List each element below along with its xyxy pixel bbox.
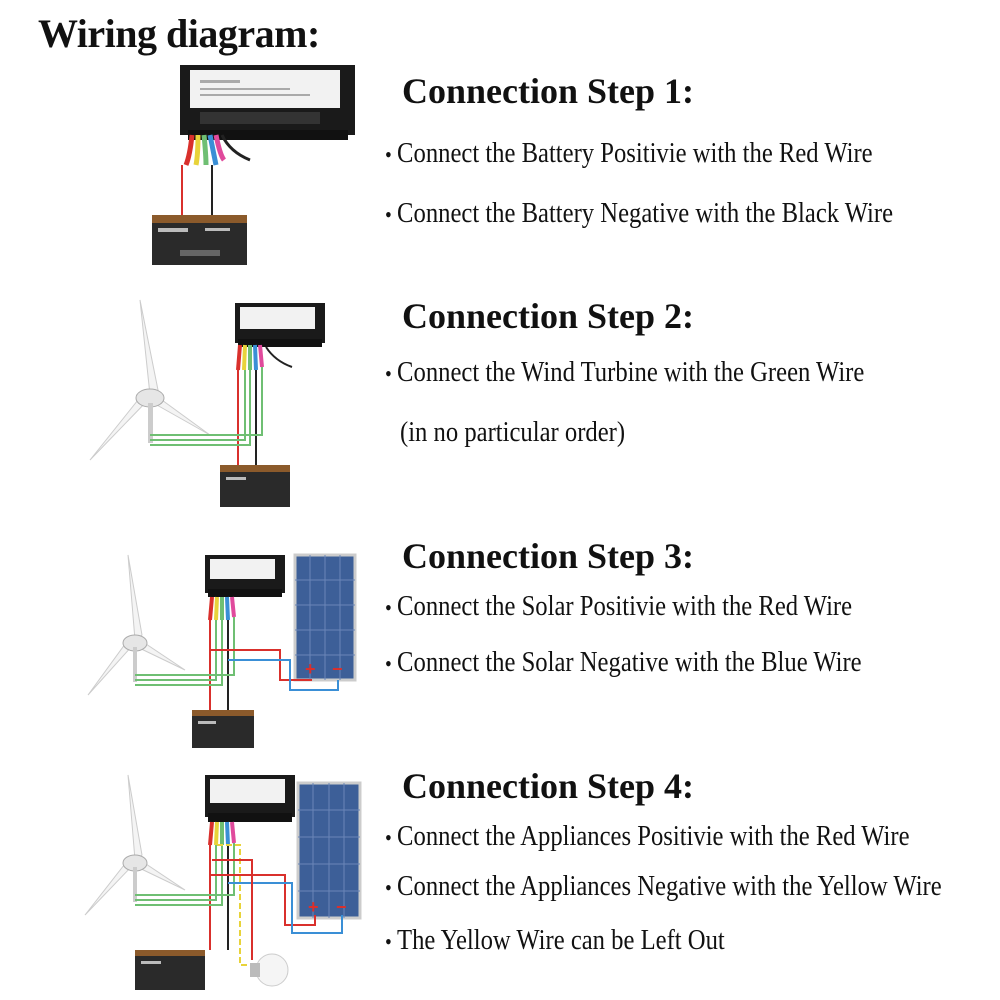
solar-minus-label: − (332, 659, 343, 679)
step-heading: Connection Step 2: (402, 296, 695, 336)
step-heading: Connection Step 4: (402, 766, 695, 806)
bullet: • (385, 929, 392, 954)
wire-bundle (208, 596, 236, 621)
instruction-line: •Connect the Solar Positivie with the Re… (385, 591, 853, 622)
step-heading: Connection Step 1: (402, 71, 695, 111)
light-bulb-icon (250, 953, 289, 987)
instruction-line: •The Yellow Wire can be Left Out (385, 925, 725, 956)
instruction-line: •Connect the Appliances Positivie with t… (385, 821, 910, 852)
step-1: Connection Step 1: •Connect the Battery … (0, 60, 1000, 280)
yellow-wire (217, 844, 258, 966)
step-3-text: Connection Step 3: •Connect the Solar Po… (385, 535, 985, 678)
bullet: • (385, 202, 392, 227)
step-3-illustration: + − (87, 553, 357, 748)
bullet: • (385, 825, 392, 850)
step-4: + − (0, 765, 1000, 1000)
wire-bundle (183, 134, 251, 166)
page-title: Wiring diagram: (38, 11, 320, 56)
step-3: + − Connection Step 3: (0, 535, 1000, 750)
battery (192, 710, 254, 748)
red-wire (210, 649, 312, 681)
step-1-text: Connection Step 1: •Connect the Battery … (385, 60, 985, 229)
charge-controller (205, 775, 295, 822)
instruction-line: •Connect the Battery Positivie with the … (385, 138, 873, 169)
step-heading: Connection Step 3: (402, 536, 695, 576)
bullet: • (385, 651, 392, 676)
instruction-line: (in no particular order) (400, 417, 626, 448)
bullet: • (385, 595, 392, 620)
solar-plus-label: + (305, 659, 316, 679)
blue-wire (228, 659, 339, 691)
step-2-text: Connection Step 2: •Connect the Wind Tur… (385, 295, 985, 448)
step-2: Connection Step 2: •Connect the Wind Tur… (0, 295, 1000, 515)
wind-turbine (84, 774, 186, 916)
bullet: • (385, 875, 392, 900)
wire-bundle (236, 344, 293, 371)
step-2-illustration (89, 299, 325, 507)
battery (152, 215, 247, 265)
solar-panel: + − (293, 553, 357, 682)
solar-minus-label: − (336, 897, 347, 917)
instruction-line: •Connect the Battery Negative with the B… (385, 198, 894, 229)
instruction-line: •Connect the Wind Turbine with the Green… (385, 357, 865, 388)
charge-controller (180, 65, 355, 140)
solar-panel: + − (296, 781, 362, 920)
wind-turbine (87, 554, 186, 696)
wire-bundle (208, 821, 236, 846)
bullet: • (385, 361, 392, 386)
green-wire (150, 370, 251, 446)
step-4-text: Connection Step 4: •Connect the Applianc… (385, 765, 985, 956)
battery (220, 465, 290, 507)
solar-plus-label: + (308, 897, 319, 917)
instruction-line: •Connect the Appliances Negative with th… (385, 871, 942, 902)
wind-turbine (89, 299, 211, 461)
bullet: • (385, 142, 392, 167)
step-4-illustration: + − (84, 774, 362, 990)
step-1-illustration (152, 65, 355, 265)
charge-controller (205, 555, 285, 597)
charge-controller (235, 303, 325, 347)
battery (135, 950, 205, 990)
instruction-line: •Connect the Solar Negative with the Blu… (385, 647, 862, 678)
